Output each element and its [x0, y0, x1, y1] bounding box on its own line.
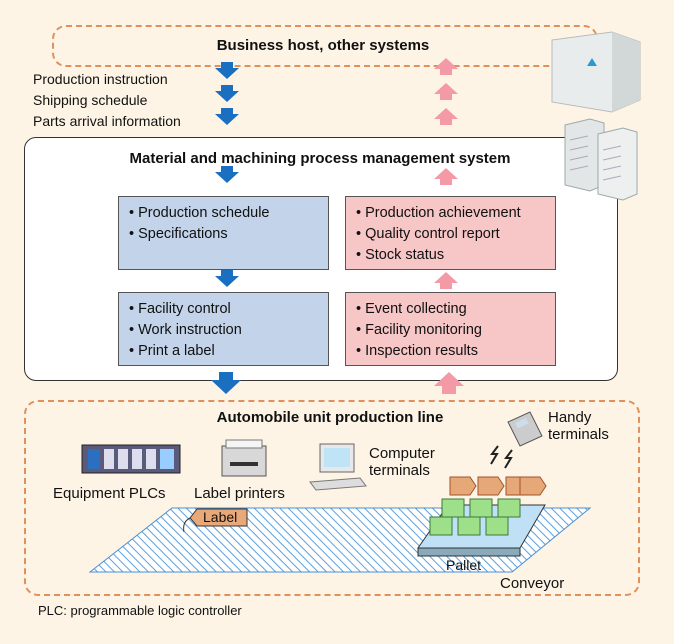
label-tag-icon	[183, 508, 248, 533]
equipment-plcs-label: Equipment PLCs	[53, 485, 166, 502]
production-line-title: Automobile unit production line	[216, 409, 444, 426]
up-arrow-icon	[434, 168, 458, 185]
management-servers-icon	[564, 118, 638, 201]
item-work-instruction: Work instruction	[129, 320, 318, 341]
host-server-icon	[551, 31, 641, 113]
down-arrow-icon	[211, 372, 241, 394]
item-event-collecting: Event collecting	[356, 299, 545, 320]
down-arrow-icon	[215, 108, 239, 125]
facility-control-box: Facility control Work instruction Print …	[118, 292, 329, 366]
down-arrow-icon	[215, 166, 239, 183]
item-facility-control: Facility control	[129, 299, 318, 320]
footnote: PLC: programmable logic controller	[38, 603, 242, 618]
computer-terminals-label-2: terminals	[369, 462, 430, 479]
label-tag-text: Label	[203, 509, 238, 525]
pallet-icon	[417, 476, 547, 557]
item-facility-monitoring: Facility monitoring	[356, 320, 545, 341]
input-shipping-schedule: Shipping schedule	[33, 92, 148, 108]
up-arrow-icon	[434, 372, 464, 394]
production-achievement-box: Production achievement Quality control r…	[345, 196, 556, 270]
item-stock-status: Stock status	[356, 245, 545, 266]
conveyor-label: Conveyor	[500, 575, 565, 592]
up-arrows	[434, 58, 464, 394]
down-arrow-icon	[215, 270, 239, 287]
production-line-region	[24, 400, 640, 596]
down-arrow-icon	[215, 62, 239, 79]
handy-terminals-label-1: Handy	[548, 409, 592, 426]
item-production-schedule: Production schedule	[129, 203, 318, 224]
business-host-title: Business host, other systems	[216, 37, 430, 54]
handy-terminals-label-2: terminals	[548, 426, 609, 443]
down-arrow-icon	[215, 85, 239, 102]
up-arrow-icon	[434, 83, 458, 100]
item-print-label: Print a label	[129, 341, 318, 362]
down-arrows	[211, 62, 241, 394]
input-parts-arrival: Parts arrival information	[33, 113, 181, 129]
management-system-title: Material and machining process managemen…	[129, 150, 511, 167]
computer-terminals-label-1: Computer	[369, 445, 435, 462]
up-arrow-icon	[434, 58, 458, 75]
input-production-instruction: Production instruction	[33, 71, 168, 87]
pallet-label: Pallet	[446, 557, 482, 573]
item-inspection-results: Inspection results	[356, 341, 545, 362]
computer-terminal-icon	[309, 443, 367, 491]
event-collecting-box: Event collecting Facility monitoring Ins…	[345, 292, 556, 366]
label-printers-label: Label printers	[194, 485, 285, 502]
up-arrow-icon	[434, 272, 458, 289]
item-quality-control-report: Quality control report	[356, 224, 545, 245]
label-printer-icon	[221, 439, 267, 477]
plc-icon	[81, 444, 181, 474]
item-production-achievement: Production achievement	[356, 203, 545, 224]
item-specifications: Specifications	[129, 224, 318, 245]
up-arrow-icon	[434, 108, 458, 125]
handy-terminal-icon	[490, 411, 543, 469]
production-schedule-box: Production schedule Specifications	[118, 196, 329, 270]
